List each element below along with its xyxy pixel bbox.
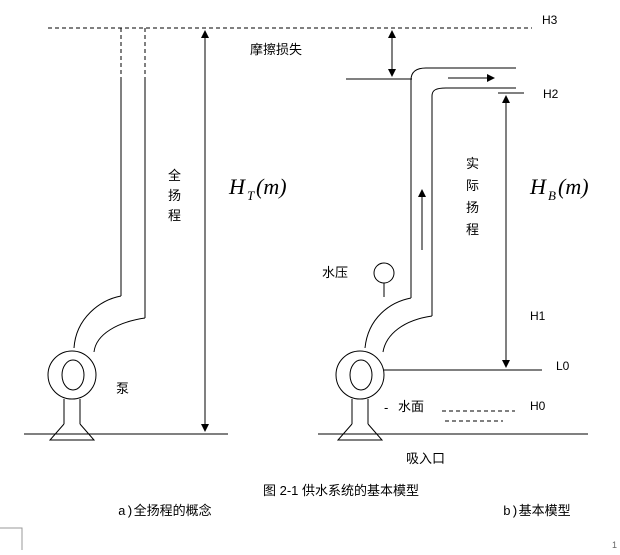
left-pump [47,350,97,441]
hb-subscript: B [548,188,556,203]
pressure-gauge-dial [373,262,395,284]
ht-symbol: H [228,174,246,199]
hb-unit: (m) [558,174,589,199]
right-pump-casing [335,350,385,400]
actual-head-char-1: 实 [466,156,479,171]
h3-label: H3 [542,13,558,27]
left-outlet-pipe-outer [73,295,122,349]
hb-formula: H B (m) [529,174,589,203]
right-pump-impeller [349,359,373,391]
right-pump [335,350,385,441]
left-outlet-pipe-inner [93,317,146,353]
friction-loss-label: 摩擦损失 [250,42,302,57]
right-caption: b)基本模型 [503,504,571,519]
h2-label: H2 [543,87,559,101]
suction-inlet-label: 吸入口 [406,451,445,466]
right-outlet-pipe-inner [382,315,433,353]
right-pump-base [336,423,384,441]
right-riser-pipe-outer [410,67,516,298]
left-pump-base [48,423,96,441]
total-head-char-1: 全 [168,168,181,183]
left-caption: a)全扬程的概念 [118,503,212,519]
figure-title: 图 2-1 供水系统的基本模型 [263,483,419,498]
actual-head-label: 实 际 扬 程 [466,156,479,237]
actual-head-char-3: 扬 [466,200,479,215]
page-number: 1 [612,540,617,550]
left-pump-impeller [61,359,85,391]
right-outlet-pipe-outer [364,297,412,349]
total-head-char-2: 扬 [168,188,181,203]
ht-formula: H T (m) [228,174,287,203]
ht-unit: (m) [256,174,287,199]
ht-subscript: T [247,188,255,203]
h1-label: H1 [530,309,546,323]
pump-label: 泵 [116,381,129,396]
page-corner-mark [0,527,23,550]
pressure-gauge [373,262,395,297]
total-head-char-3: 程 [168,208,181,223]
total-head-label: 全 扬 程 [168,168,181,223]
water-surface-label: 水面 [398,399,424,414]
l0-label: L0 [556,359,570,373]
actual-head-char-4: 程 [466,222,479,237]
actual-head-char-2: 际 [466,178,479,193]
left-pump-casing [47,350,97,400]
hb-symbol: H [529,174,547,199]
h0-label: H0 [530,399,546,413]
right-riser-pipe-inner [431,87,516,316]
water-pressure-label: 水压 [322,265,348,280]
water-surface-dash: - [384,400,388,415]
